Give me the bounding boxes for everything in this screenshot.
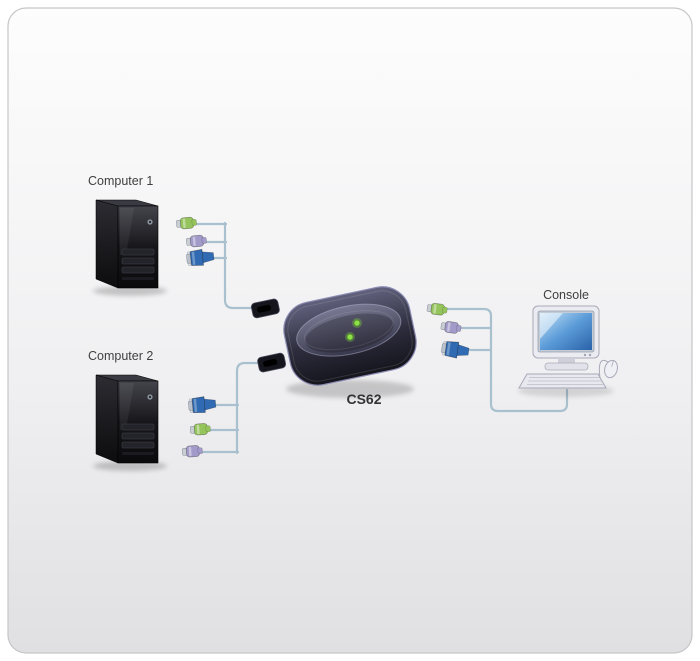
keyboard-icon bbox=[518, 373, 607, 389]
mouse-cable bbox=[598, 359, 609, 379]
computer2-label: Computer 2 bbox=[88, 349, 153, 363]
console-label: Console bbox=[543, 288, 589, 302]
monitor-base bbox=[544, 362, 589, 371]
tower-pc-icon bbox=[93, 200, 167, 296]
device-label: CS62 bbox=[346, 391, 381, 407]
switch-port-1 bbox=[250, 298, 280, 319]
switch-top-inset bbox=[305, 313, 394, 353]
cable-computer2 bbox=[200, 361, 262, 455]
monitor-screen-glare bbox=[540, 313, 563, 339]
tower-pc-icon bbox=[93, 375, 167, 471]
monitor-stand bbox=[558, 358, 575, 364]
switch-top-oval bbox=[296, 303, 402, 357]
monitor-button bbox=[588, 353, 592, 357]
mouse-icon bbox=[598, 359, 618, 379]
cable-console-trunk bbox=[446, 307, 569, 413]
console-group: Console bbox=[518, 288, 618, 397]
computer2-group: Computer 2 bbox=[88, 349, 217, 471]
switch-top-inset-rim bbox=[304, 310, 394, 351]
keyboard-keys bbox=[527, 377, 604, 385]
monitor-button bbox=[583, 353, 587, 357]
led-indicator-2 bbox=[346, 333, 354, 341]
mouse-body bbox=[604, 359, 618, 379]
cable-computer1-trunk bbox=[223, 221, 257, 310]
mouse-button-split bbox=[611, 360, 614, 367]
switch-body-rim bbox=[287, 290, 413, 382]
computer1-label: Computer 1 bbox=[88, 174, 153, 188]
switch-port-2 bbox=[257, 352, 287, 373]
cable-computer1 bbox=[192, 221, 257, 310]
cable-layer bbox=[192, 221, 569, 455]
led-indicator-1 bbox=[353, 319, 361, 327]
monitor-icon bbox=[532, 305, 600, 371]
cable-computer2-trunk bbox=[235, 361, 262, 455]
cable-console bbox=[446, 307, 569, 413]
kvm-switch-group: CS62 bbox=[250, 286, 471, 407]
computer1-group: Computer 1 bbox=[88, 174, 216, 296]
